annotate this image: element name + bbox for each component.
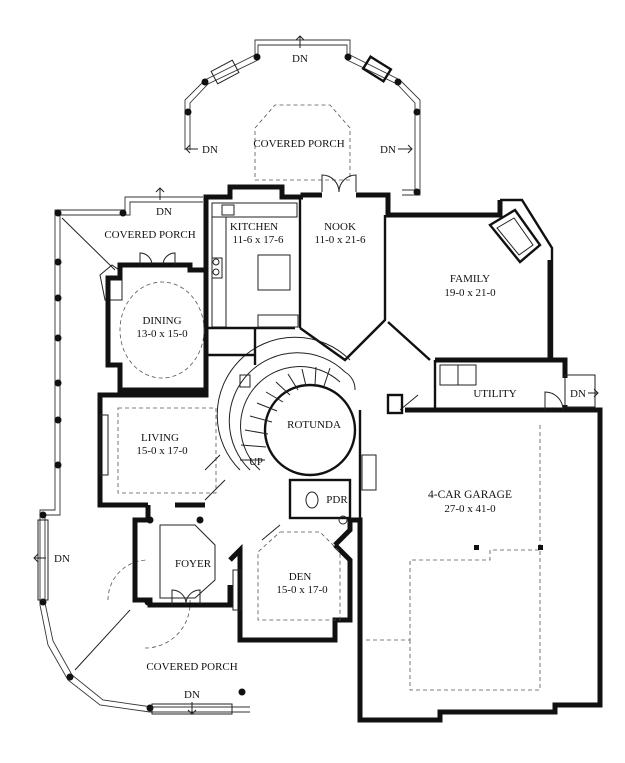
family-corner — [387, 321, 431, 361]
den-outline — [257, 531, 341, 621]
stair-label-dn-bottom: DN — [184, 689, 200, 701]
up-arrow-icon — [155, 187, 165, 200]
right-arrow-icon — [398, 144, 413, 154]
room-label-family: FAMILY — [450, 273, 490, 285]
porch-steps-west — [37, 519, 49, 601]
living-rug-outline — [117, 407, 217, 494]
family-fireplace — [488, 208, 542, 264]
room-label-den: DEN — [289, 571, 312, 583]
covered-porch-top — [184, 39, 421, 196]
rotunda — [216, 336, 357, 477]
room-label-foyer: FOYER — [175, 558, 212, 570]
room-label-covered-porch-left: COVERED PORCH — [104, 229, 195, 241]
left-arrow-icon — [185, 144, 198, 154]
living-fireplace — [99, 414, 109, 476]
room-label-living: LIVING — [141, 432, 179, 444]
room-label-utility: UTILITY — [473, 388, 516, 400]
closet — [361, 454, 377, 491]
garage — [358, 410, 543, 691]
hall-fixture — [239, 374, 251, 388]
living-doors — [204, 454, 226, 501]
stair-label-dn-utility: DN — [570, 388, 586, 400]
stair-label-dn-porch-right: DN — [380, 144, 396, 156]
utility-steps — [564, 374, 596, 408]
room-size-nook: 11-0 x 21-6 — [315, 234, 366, 246]
room-label-dining: DINING — [142, 315, 181, 327]
utility-door — [544, 391, 564, 411]
room-size-living: 15-0 x 17-0 — [136, 445, 188, 457]
den-shelf — [232, 569, 242, 611]
stair-label-dn-left-porch-top: DN — [156, 206, 172, 218]
left-arrow-icon — [33, 553, 46, 563]
room-label-pdr: PDR — [326, 494, 348, 506]
foyer-outline — [159, 524, 216, 599]
room-label-covered-porch-bottom: COVERED PORCH — [146, 661, 237, 673]
stair-label-up: UP — [249, 456, 263, 468]
porch-steps-bottom — [151, 703, 233, 715]
dining-table-outline — [119, 281, 205, 379]
room-size-family: 19-0 x 21-0 — [444, 287, 496, 299]
room-label-rotunda: ROTUNDA — [287, 419, 341, 431]
room-size-den: 15-0 x 17-0 — [276, 584, 328, 596]
powder-room — [288, 478, 352, 520]
sink-icon — [338, 515, 348, 525]
room-label-covered-porch-top: COVERED PORCH — [253, 138, 344, 150]
hall-column — [386, 393, 404, 415]
room-label-nook: NOOK — [324, 221, 356, 233]
covered-porch-left — [39, 196, 250, 713]
stair-label-dn-top: DN — [292, 53, 308, 65]
right-arrow-icon — [588, 388, 599, 398]
stair-label-dn-west: DN — [54, 553, 70, 565]
room-size-kitchen: 11-6 x 17-6 — [233, 234, 284, 246]
nook-boundary — [299, 215, 387, 362]
down-arrow-icon — [295, 35, 305, 48]
room-size-dining: 13-0 x 15-0 — [136, 328, 188, 340]
kitchen — [206, 202, 299, 330]
room-label-garage: 4-CAR GARAGE — [428, 489, 512, 501]
den-door — [261, 524, 281, 541]
room-size-garage: 27-0 x 41-0 — [444, 503, 496, 515]
dining-doors — [139, 252, 176, 266]
room-label-kitchen: KITCHEN — [230, 221, 278, 233]
toilet-icon — [305, 491, 319, 509]
stair-label-dn-porch-left: DN — [202, 144, 218, 156]
foyer-doors — [171, 589, 201, 606]
